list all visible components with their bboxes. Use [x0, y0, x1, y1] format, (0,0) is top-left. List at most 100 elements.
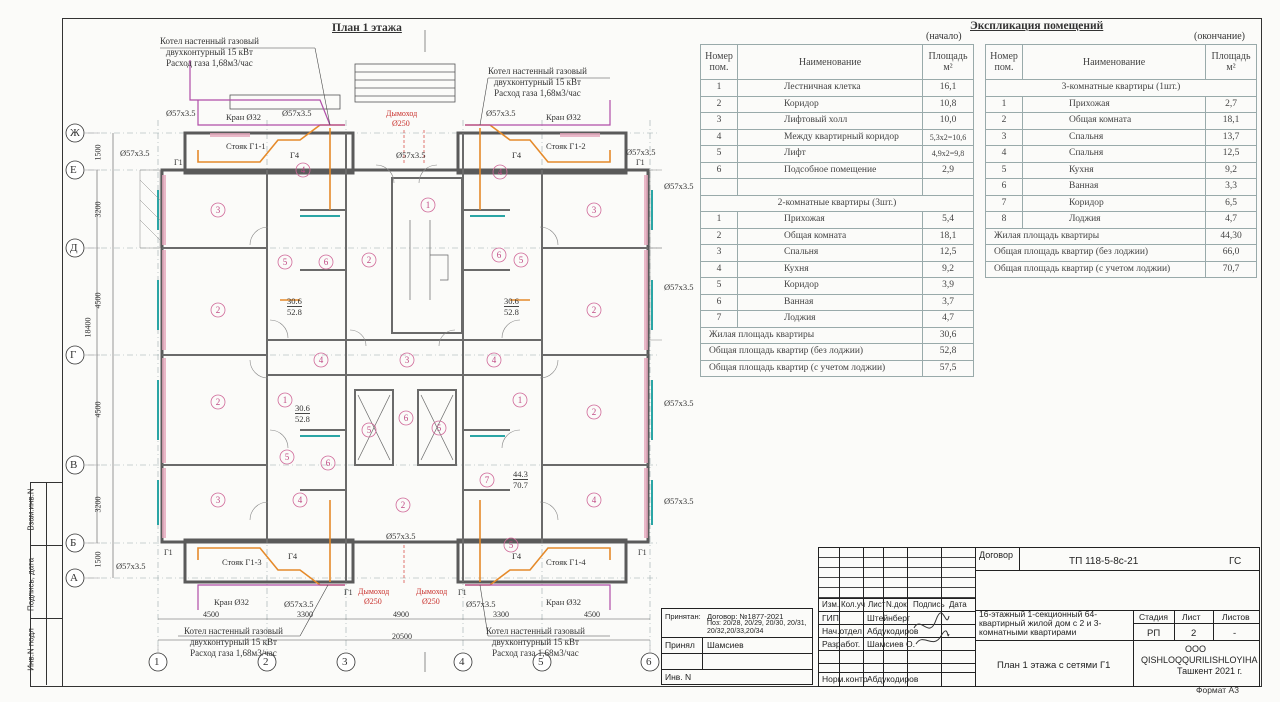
- col-header-name: Наименование: [737, 44, 923, 80]
- svg-text:4: 4: [492, 355, 497, 365]
- dim-h: 3300: [493, 610, 509, 619]
- table-total-row: Общая площадь квартир (без лоджии)66,0: [985, 244, 1257, 262]
- apartment-area-tag: 44.3 70.7: [513, 469, 528, 490]
- valve-label: Кран Ø32: [226, 112, 262, 122]
- chimney-dia: Ø250: [392, 119, 410, 128]
- area-living: 44.3: [513, 469, 528, 480]
- riser-label: Стояк Г1-1: [226, 141, 266, 151]
- meter-label: Г4: [290, 150, 300, 160]
- tb-col-head: Подпись: [913, 600, 945, 609]
- dim-v: 18400: [83, 317, 93, 338]
- area-total: 70.7: [513, 480, 528, 490]
- riser-label: Стояк Г1-4: [546, 557, 586, 567]
- explication-title: Экспликация помещений: [970, 20, 1104, 32]
- tb-sheet-head: Лист: [1182, 612, 1201, 622]
- tb-role: Разработ.: [822, 639, 861, 649]
- area-living: 30.6: [504, 296, 519, 307]
- table-row: [700, 178, 974, 196]
- pipe-label: Ø57x3.5: [284, 599, 314, 609]
- svg-text:1: 1: [518, 395, 523, 405]
- svg-text:3: 3: [592, 205, 597, 215]
- dim-total: 20500: [392, 632, 412, 641]
- plan-title: План 1 этажа: [332, 22, 402, 34]
- tb-project-code: ТП 118-5-8с-21: [1069, 556, 1139, 567]
- col-header-area: Площадь м²: [1205, 44, 1257, 80]
- pipe-label: Ø57x3.5: [120, 148, 150, 158]
- svg-text:5: 5: [509, 540, 514, 550]
- pipe-label: Ø57x3.5: [166, 108, 196, 118]
- boiler-note-tl: Котел настенный газовый двухконтурный 15…: [160, 36, 259, 69]
- svg-text:1: 1: [283, 395, 288, 405]
- tb-role: Норм.контр: [822, 674, 868, 684]
- chimney-label: Дымоход: [358, 587, 390, 596]
- tb-role-name: Абдукодиров: [867, 674, 919, 684]
- col-header-name: Наименование: [1022, 44, 1206, 80]
- svg-text:3: 3: [216, 495, 221, 505]
- tb-col-head: N.док: [886, 600, 907, 609]
- tb-project-title: 16-этажный 1-секционный 64-квартирный жи…: [979, 609, 1102, 637]
- svg-text:4: 4: [592, 495, 597, 505]
- tb-sheet: 2: [1191, 628, 1197, 639]
- boiler-note-bl: Котел настенный газовый двухконтурный 15…: [184, 626, 283, 659]
- contract-number: Договор: №1877-2021: [707, 612, 784, 621]
- table-section-row: 2-комнатные квартиры (3шт.): [700, 194, 974, 212]
- svg-text:5: 5: [285, 452, 290, 462]
- dim-v: 4500: [93, 401, 103, 418]
- tb-discipline: ГС: [1229, 556, 1242, 567]
- boiler-line: Расход газа 1,68м3/час: [492, 648, 579, 658]
- tb-sheets: -: [1233, 628, 1237, 639]
- gas-mark: Г1: [638, 548, 647, 557]
- tb-sheets-head: Листов: [1222, 612, 1250, 622]
- svg-text:7: 7: [485, 475, 490, 485]
- dim-h: 4900: [393, 610, 409, 619]
- tb-role-name: Штейнберг: [867, 613, 911, 623]
- svg-text:3: 3: [216, 205, 221, 215]
- area-living: 30.6: [295, 403, 310, 414]
- tb-role: Нач.отдел: [822, 626, 862, 636]
- svg-text:4: 4: [319, 355, 324, 365]
- dim-h: 4500: [203, 610, 219, 619]
- pipe-label: Ø57x3.5: [664, 398, 694, 408]
- tb-drawing-title: План 1 этажа с сетями Г1: [997, 660, 1111, 671]
- pipe-label: Ø57x3.5: [386, 531, 416, 541]
- tb-stage-head: Стадия: [1139, 612, 1168, 622]
- svg-text:6: 6: [404, 413, 409, 423]
- area-living: 30.6: [287, 296, 302, 307]
- dim-h: 3300: [297, 610, 313, 619]
- valve-label: Кран Ø32: [546, 112, 582, 122]
- axis-label-col: 3: [342, 656, 348, 668]
- svg-text:2: 2: [592, 407, 597, 417]
- pipe-label: Ø57x3.5: [466, 599, 496, 609]
- chimney-dia: Ø250: [422, 597, 440, 606]
- apartment-area-tag: 30.6 52.8: [295, 403, 310, 424]
- boiler-line: Котел настенный газовый: [184, 626, 283, 636]
- apartment-area-tag: 30.6 52.8: [504, 296, 519, 317]
- pipe-label: Ø57x3.5: [486, 108, 516, 118]
- svg-text:5: 5: [437, 423, 442, 433]
- boiler-line: Расход газа 1,68м3/час: [190, 648, 277, 658]
- explication-end: (окончание): [1194, 31, 1245, 42]
- received-name: Шамсиев: [707, 640, 744, 650]
- table-total-row: Общая площадь квартир (без лоджии)52,8: [700, 343, 974, 361]
- svg-text:2: 2: [401, 500, 406, 510]
- svg-text:4: 4: [298, 495, 303, 505]
- dim-h: 4500: [584, 610, 600, 619]
- chimney-dia: Ø250: [364, 597, 382, 606]
- svg-text:6: 6: [324, 257, 329, 267]
- axis-label-col: 1: [154, 656, 160, 668]
- floor-plan: 32 23 32 24 44 56 21 65 43 41 15 65 56 4…: [65, 30, 662, 672]
- area-total: 52.8: [504, 307, 519, 317]
